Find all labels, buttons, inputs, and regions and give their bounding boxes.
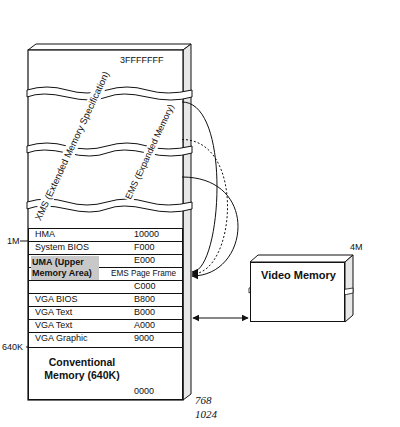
memory-label: VGA Text [35, 307, 72, 318]
address-label: B800 [134, 294, 155, 305]
address-label: 10000 [134, 229, 159, 240]
memory-band: C000 [28, 280, 183, 294]
memory-band: HMA 10000 [28, 228, 183, 242]
memory-label: Video Memory [261, 269, 336, 282]
area-label: UMA (Upper Memory Area) [31, 256, 99, 280]
memory-label: EMS (Expanded Memory) [123, 102, 178, 202]
size-label: 640K [2, 342, 23, 353]
address-label: 3FFFFFFF [120, 55, 164, 66]
connector-arrow [182, 102, 217, 272]
address-label: 0000 [134, 386, 154, 397]
extended-memory-region: XMS (Extended Memory Specification)EMS (… [28, 50, 183, 228]
handwritten-note: 768 [195, 394, 212, 407]
connector-arrow [182, 140, 228, 275]
memory-label: VGA BIOS [35, 294, 78, 305]
memory-band: VGA Graphic 9000 [28, 332, 183, 348]
memory-label: C000 [134, 281, 156, 292]
video-memory-block: Video Memory [250, 262, 345, 322]
memory-band: VGA Text A000 [28, 319, 183, 333]
ems-region: EMS (Expanded Memory) [116, 72, 181, 222]
memory-label: EMS Page Frame [111, 268, 176, 279]
memory-band: VGA BIOS B800 [28, 293, 183, 307]
conventional-memory-band: Conventional Memory (640K) 0000 [28, 347, 183, 400]
memory-label: E000 [134, 255, 155, 266]
memory-band: VGA Text B000 [28, 306, 183, 320]
memory-label: Conventional Memory (640K) [37, 356, 127, 381]
memory-label: VGA Graphic [35, 333, 88, 344]
memory-label: XMS (Extended Memory Specification) [32, 69, 112, 224]
connector-arrow [193, 318, 248, 319]
size-label: 4M [350, 242, 363, 253]
connector-arrow [182, 177, 238, 276]
memory-band: System BIOS F000 [28, 241, 183, 255]
memory-label: HMA [35, 229, 55, 240]
handwritten-note: 1024 [195, 408, 217, 421]
memory-label: System BIOS [35, 242, 89, 253]
address-label: A000 [134, 320, 155, 331]
address-label: B000 [134, 307, 155, 318]
address-label: F000 [134, 242, 155, 253]
address-label: 9000 [134, 333, 154, 344]
memory-label: VGA Text [35, 320, 72, 331]
size-label: 1M [7, 236, 20, 247]
